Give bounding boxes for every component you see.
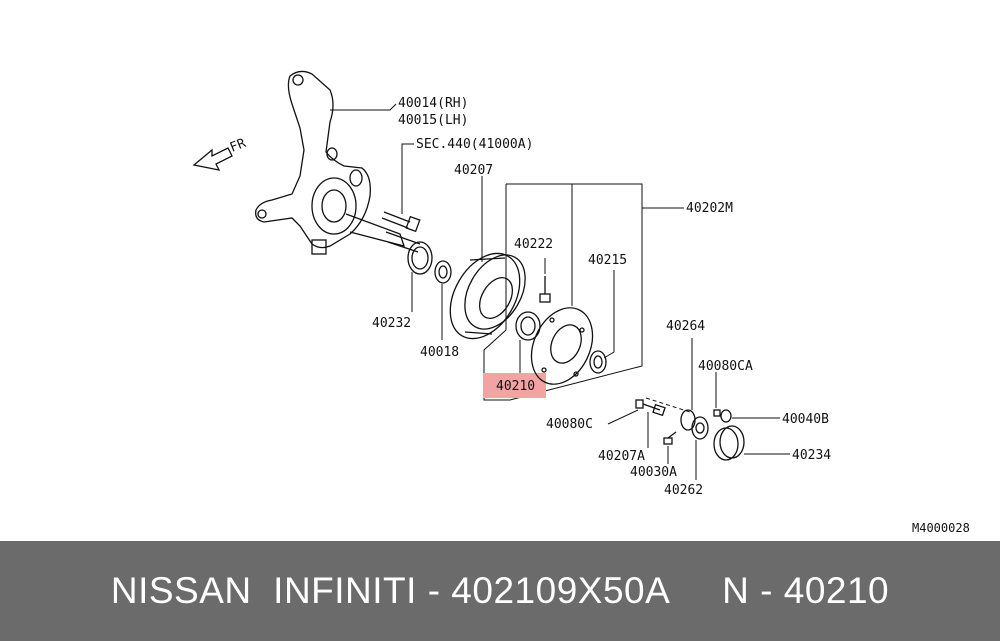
- bolt-40080c-part: [635, 399, 666, 417]
- label-40018: 40018: [420, 345, 459, 360]
- washer-40040b-part: [720, 409, 732, 423]
- parts-diagram: FR 40014(RH) 40015(LH) SEC.440(41000A) 4…: [192, 70, 970, 535]
- lock-nut-part: [680, 409, 709, 440]
- label-40030a: 40030A: [630, 465, 677, 480]
- label-40207: 40207: [454, 163, 493, 178]
- label-40040b: 40040B: [782, 412, 829, 427]
- label-40234: 40234: [792, 448, 831, 463]
- label-40222: 40222: [514, 237, 553, 252]
- label-knuckle-lh: 40015(LH): [398, 113, 468, 128]
- wheel-bearing-part: [515, 311, 541, 341]
- label-40215: 40215: [588, 253, 627, 268]
- label-40210: 40210: [496, 379, 535, 394]
- label-40080c: 40080C: [546, 417, 593, 432]
- label-40262: 40262: [664, 483, 703, 498]
- label-40202m: 40202M: [686, 201, 733, 216]
- label-sec: SEC.440(41000A): [416, 137, 533, 152]
- label-40232: 40232: [372, 316, 411, 331]
- bolt-40222-part: [539, 276, 551, 303]
- hub-cap-part: [713, 425, 745, 461]
- seal-40215-part: [589, 350, 607, 374]
- caliper-bolt-part: [381, 211, 421, 233]
- steering-knuckle-part: [255, 70, 421, 255]
- direction-label: FR: [228, 136, 248, 156]
- drawing-code: M4000028: [912, 521, 970, 535]
- label-knuckle-rh: 40014(RH): [398, 96, 468, 111]
- washer-40018-part: [434, 260, 452, 284]
- ring-40232-part: [407, 241, 433, 275]
- nut-40080ca-part: [713, 409, 721, 417]
- highlight-40210: [483, 373, 546, 398]
- wheel-hub-part: [530, 307, 594, 385]
- front-direction-arrow-icon: [192, 147, 233, 171]
- bolt-40030a-part: [663, 431, 677, 445]
- label-40080ca: 40080CA: [698, 359, 753, 374]
- brake-rotor-part: [449, 252, 526, 340]
- label-40207a: 40207A: [598, 449, 645, 464]
- caption-text: NISSAN INFINITI - 402109X50A N - 40210: [110, 570, 890, 611]
- caption-bar: NISSAN INFINITI - 402109X50A N - 40210: [0, 541, 1000, 641]
- label-40264: 40264: [666, 319, 705, 334]
